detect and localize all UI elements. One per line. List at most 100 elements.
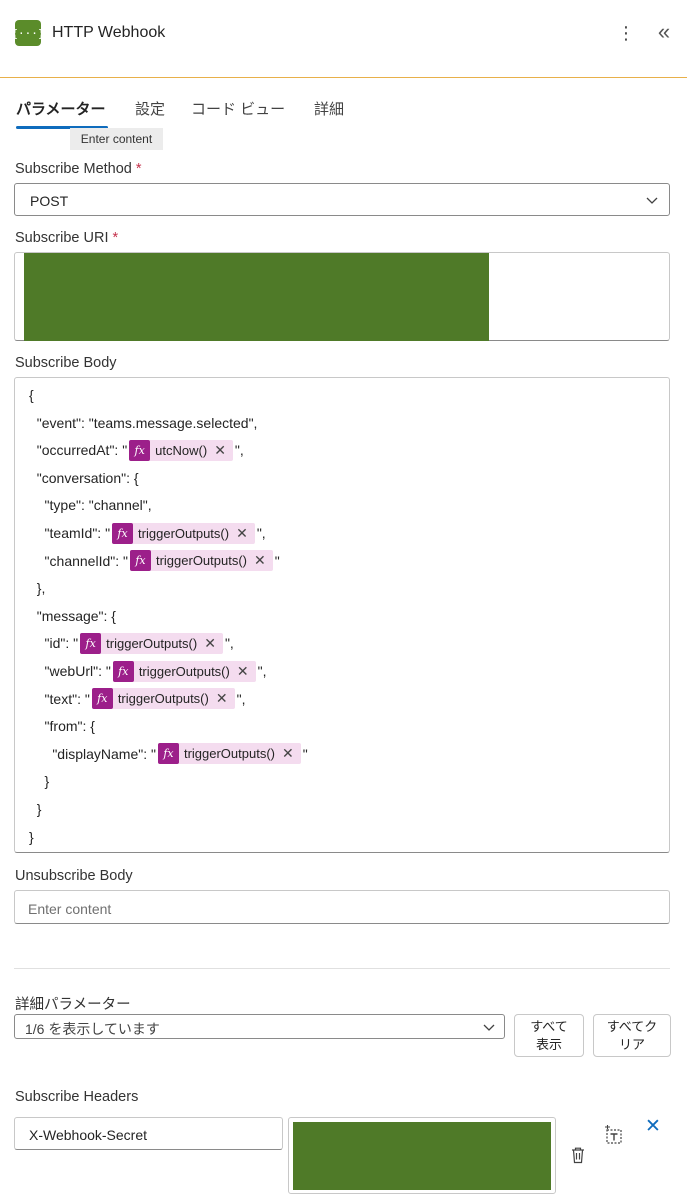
advanced-parameters-dropdown[interactable]: 1/6 を表示しています: [14, 1014, 505, 1039]
chevron-down-icon: [483, 1024, 495, 1031]
unsubscribe-body-placeholder: Enter content: [28, 901, 112, 917]
unsubscribe-body-label: Unsubscribe Body: [15, 868, 133, 884]
subscribe-method-label: Subscribe Method *: [15, 161, 142, 177]
remove-token-icon[interactable]: ✕: [282, 745, 294, 762]
show-all-button[interactable]: すべて表示: [514, 1014, 584, 1057]
function-icon: fx: [112, 522, 134, 544]
code-text: }: [29, 828, 34, 845]
code-text: "type": "channel",: [29, 497, 152, 514]
more-options-icon[interactable]: ⋮: [617, 22, 635, 43]
redacted-header-value: [293, 1122, 551, 1190]
subscribe-body-editor[interactable]: { "event": "teams.message.selected", "oc…: [14, 377, 670, 853]
subscribe-uri-label: Subscribe URI *: [15, 230, 119, 246]
expression-token-label: triggerOutputs(): [138, 663, 230, 679]
subscribe-method-select[interactable]: POST: [14, 183, 670, 216]
remove-token-icon[interactable]: ✕: [215, 690, 228, 707]
code-text: "channelId": ": [29, 552, 128, 569]
code-text: },: [29, 580, 46, 597]
clear-all-button[interactable]: すべてクリア: [593, 1014, 671, 1057]
header-value-input[interactable]: [288, 1117, 556, 1194]
function-icon: fx: [129, 550, 151, 572]
required-mark: *: [135, 161, 142, 177]
code-text: ",: [234, 442, 244, 459]
code-line: "conversation": {: [29, 465, 139, 491]
function-icon: fx: [80, 632, 102, 654]
expression-token-label: utcNow(): [155, 442, 208, 458]
trash-icon[interactable]: [568, 1144, 588, 1166]
code-line: }: [29, 768, 50, 794]
remove-token-icon[interactable]: ✕: [236, 662, 249, 679]
tab-details[interactable]: 詳細: [314, 101, 345, 118]
code-text: }: [29, 773, 50, 790]
function-icon: fx: [157, 743, 179, 765]
advanced-parameters-value: 1/6 を表示しています: [25, 1021, 160, 1037]
code-text: "text": ": [29, 690, 90, 707]
code-text: "occurredAt": ": [29, 442, 128, 459]
subscribe-uri-input[interactable]: [14, 252, 670, 341]
code-text: "message": {: [29, 607, 116, 624]
code-text: "event": "teams.message.selected",: [29, 414, 258, 431]
show-all-label-1: すべて: [530, 1018, 568, 1034]
code-line: "from": {: [29, 713, 95, 739]
tab-settings[interactable]: 設定: [135, 101, 166, 118]
expression-token-label: triggerOutputs(): [138, 525, 230, 541]
panel-header: {···} HTTP Webhook ⋮ «: [0, 0, 687, 78]
code-text: "conversation": {: [29, 469, 139, 486]
code-line: {: [29, 382, 34, 408]
code-text: "webUrl": ": [29, 663, 111, 679]
subscribe-body-label: Subscribe Body: [15, 355, 117, 371]
tab-parameters[interactable]: パラメーター: [16, 101, 106, 118]
code-line: },: [29, 575, 46, 601]
code-text: "id": ": [29, 635, 79, 652]
remove-header-icon[interactable]: ✕: [645, 1115, 661, 1137]
expression-token-label: triggerOutputs(): [183, 746, 275, 762]
code-text: ": [302, 745, 308, 762]
panel-title: HTTP Webhook: [52, 24, 166, 41]
function-icon: fx: [112, 660, 134, 682]
required-mark: *: [112, 230, 119, 246]
code-text: ",: [236, 690, 246, 707]
expression-token-label: triggerOutputs(): [155, 553, 248, 569]
code-text: "from": {: [29, 718, 95, 735]
webhook-app-icon: {···}: [11, 20, 45, 46]
code-line: "type": "channel",: [29, 492, 152, 518]
header-key-input[interactable]: X-Webhook-Secret: [14, 1117, 283, 1150]
clear-all-label-2: リア: [618, 1036, 645, 1052]
remove-token-icon[interactable]: ✕: [214, 441, 226, 458]
active-tab-indicator: [16, 126, 108, 129]
function-icon: fx: [91, 688, 113, 710]
code-text: {: [29, 387, 34, 403]
code-line: }: [29, 824, 34, 850]
unsubscribe-body-input[interactable]: Enter content: [14, 890, 670, 924]
code-text: "teamId": ": [29, 525, 111, 541]
remove-token-icon[interactable]: ✕: [254, 552, 266, 569]
tab-bar: パラメーター 設定 コード ビュー 詳細: [0, 94, 687, 130]
remove-token-icon[interactable]: ✕: [236, 524, 248, 541]
tooltip: Enter content: [70, 128, 163, 150]
code-text: ",: [256, 525, 266, 541]
code-text: ",: [257, 663, 267, 679]
code-text: "displayName": ": [29, 745, 156, 762]
chevron-down-icon: [646, 197, 658, 204]
collapse-panel-icon[interactable]: «: [657, 19, 671, 44]
tab-code-view[interactable]: コード ビュー: [191, 101, 286, 118]
code-text: ": [274, 552, 280, 569]
expression-token-label: triggerOutputs(): [106, 635, 198, 651]
insert-expression-icon[interactable]: [602, 1124, 626, 1146]
remove-token-icon[interactable]: ✕: [204, 634, 216, 651]
header-key-value: X-Webhook-Secret: [29, 1127, 148, 1143]
